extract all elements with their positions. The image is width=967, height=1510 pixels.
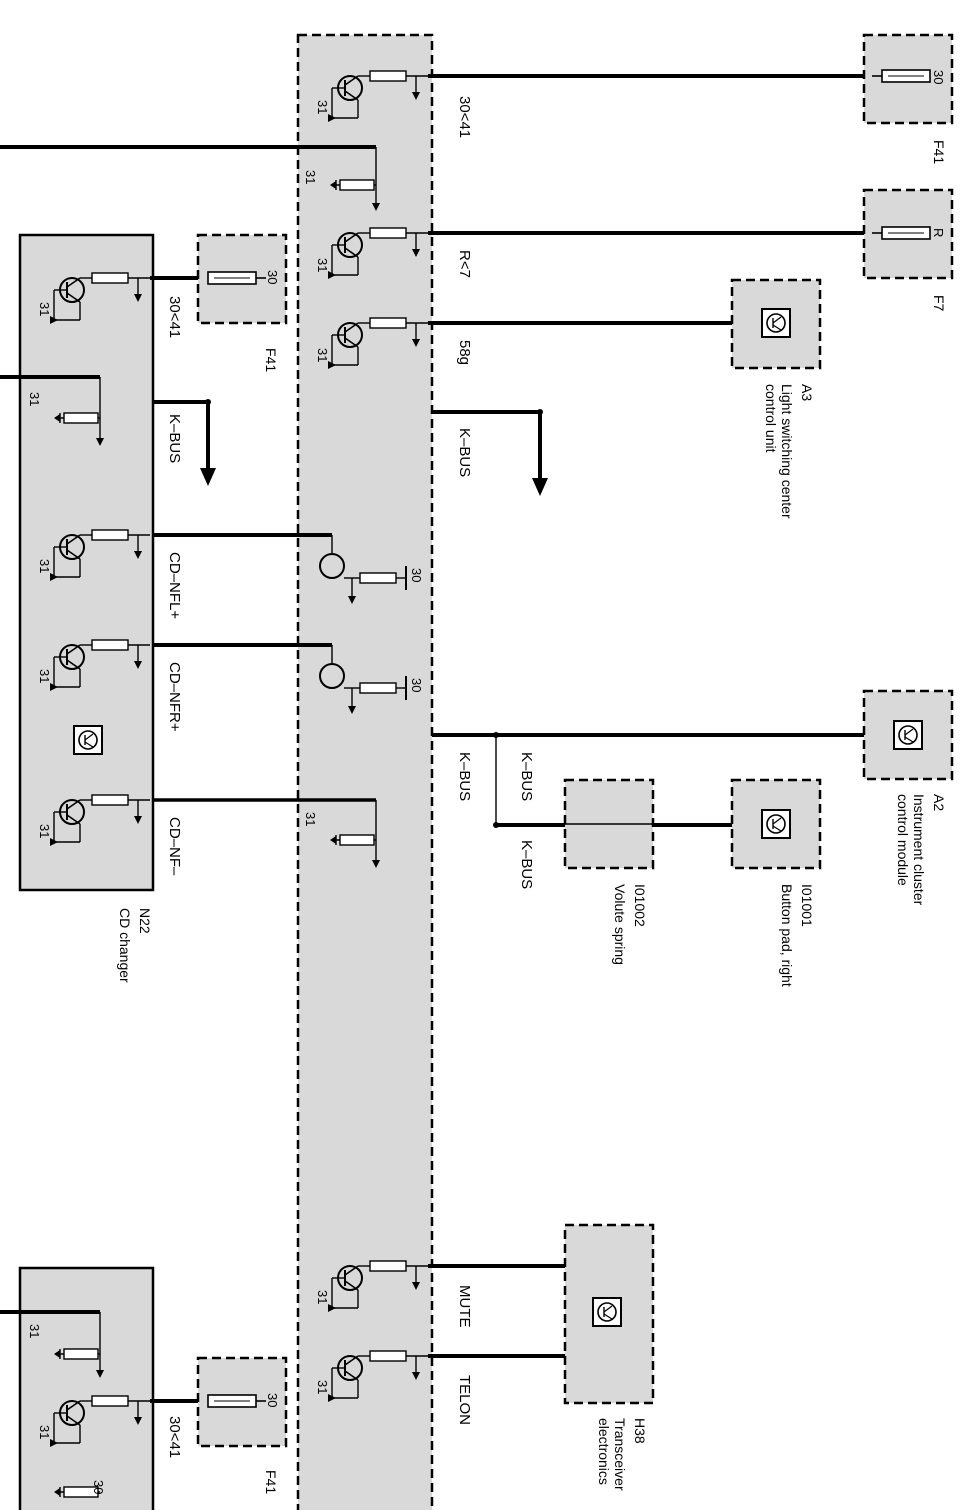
pin-30-label: 30 [265, 270, 280, 284]
lower-cd-module [18, 1266, 155, 1510]
cd-signal-30-41-label: 30<41 [166, 296, 183, 338]
fuse-f41-top [862, 33, 954, 125]
a3-name: Light switching center [779, 384, 795, 519]
pin-31-label: 31 [37, 669, 52, 683]
i01002-name: Volute spring [612, 884, 628, 965]
a2-code: A2 [931, 794, 947, 811]
a2-instrument-cluster [862, 689, 954, 781]
pin-31-label: 31 [315, 1290, 330, 1304]
pin-30-label: 30 [409, 568, 424, 582]
fuse-f41-code: F41 [931, 140, 947, 164]
a3-name: control unit [763, 384, 779, 453]
cd-signal-nfl-label: CD–NFL+ [166, 552, 183, 619]
pin-r-label: R [931, 228, 946, 237]
cd-signal-nfr-label: CD–NFR+ [166, 662, 183, 732]
fuse-f41-code: F41 [263, 1470, 279, 1494]
signal-kbus-label: K–BUS [456, 752, 473, 801]
i01001-button-pad [730, 778, 822, 870]
i01001-code: I01001 [799, 884, 815, 927]
signal-r7-label: R<7 [456, 250, 473, 278]
cd-changer-code: N22 [137, 908, 153, 934]
cd-signal-kbus-label: K–BUS [166, 414, 183, 463]
pin-31-label: 31 [37, 559, 52, 573]
h38-code: H38 [632, 1418, 648, 1444]
pin-30-label: 30 [265, 1393, 280, 1407]
pin-31-label: 31 [303, 812, 318, 826]
h38-name: electronics [596, 1418, 612, 1485]
signal-58g-label: 58g [456, 340, 473, 365]
fuse-f41-code: F41 [263, 348, 279, 372]
pin-31-label: 31 [315, 348, 330, 362]
lower-cd-signal-label: 30<41 [166, 1416, 183, 1458]
signal-telon-label: TELON [456, 1375, 473, 1425]
pin-30-label: 30 [931, 70, 946, 84]
h38-name: Transceiver [612, 1418, 628, 1491]
cd-signal-nf-minus-label: CD–NF– [166, 817, 183, 876]
a3-light-switching-center [730, 278, 822, 370]
cd-control-unit-icon [73, 725, 103, 755]
fuse-f7-code: F7 [931, 295, 947, 312]
bus-branch-label: K–BUS [518, 752, 535, 801]
pin-31-label: 31 [315, 258, 330, 272]
kbus-arrow [432, 409, 548, 496]
pin-30-label: 30 [409, 678, 424, 692]
input-transistor-nfl [319, 553, 407, 604]
signal-mute-label: MUTE [456, 1285, 473, 1328]
fuse-f41-lower [196, 1356, 288, 1448]
pin-30-label: 30 [91, 1480, 106, 1494]
cd-kbus-arrow [153, 399, 216, 486]
pin-31-label: 31 [37, 1425, 52, 1439]
i01001-name: Button pad, right [779, 884, 795, 987]
fuse-f41-cd [196, 233, 288, 325]
pin-31-label: 31 [37, 302, 52, 316]
signal-30-41-label: 30<41 [456, 96, 473, 138]
i01002-code: I01002 [632, 884, 648, 927]
pin-31-label: 31 [315, 1380, 330, 1394]
bus-branch-label: K–BUS [518, 840, 535, 889]
a2-name: Instrument cluster [911, 794, 927, 906]
pin-31-label: 31 [303, 170, 318, 184]
i01002-volute-spring [563, 778, 655, 870]
a2-name: control module [895, 794, 911, 886]
signal-kbus-label: K–BUS [456, 428, 473, 477]
cd-changer-name: CD changer [117, 908, 133, 983]
input-transistor-nfr [319, 663, 407, 714]
pin-31-label: 31 [37, 824, 52, 838]
h38-transceiver-electronics [563, 1223, 655, 1405]
pin-31-label: 31 [27, 392, 42, 406]
pin-31-label: 31 [27, 1324, 42, 1338]
pin-31-label: 31 [315, 100, 330, 114]
fuse-f7 [862, 188, 954, 280]
cd-changer-module [18, 233, 155, 892]
a3-code: A3 [799, 384, 815, 401]
central-module [296, 33, 434, 1510]
